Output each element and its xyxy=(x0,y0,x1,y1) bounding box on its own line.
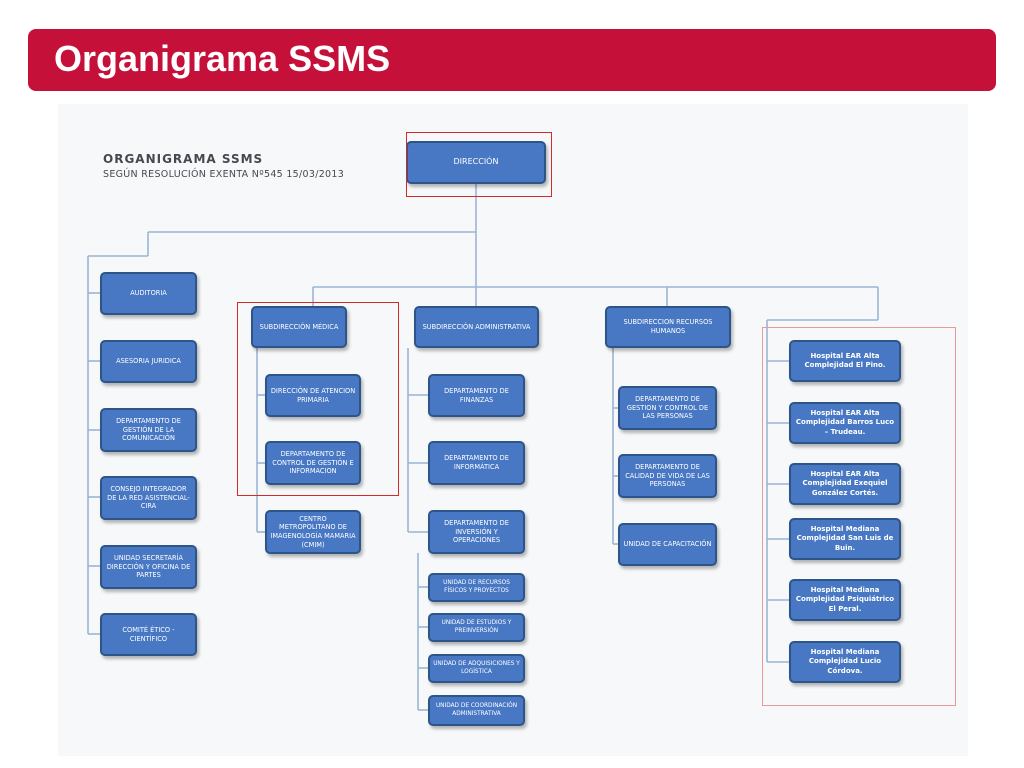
slide-title-bar: Organigrama SSMS xyxy=(28,29,996,91)
chart-header-title: ORGANIGRAMA SSMS xyxy=(103,152,264,166)
node-staff-asesoria-juridica: ASESORIA JURIDICA xyxy=(100,340,197,383)
node-admin-inversion: DEPARTAMENTO DE INVERSIÓN Y OPERACIONES xyxy=(428,510,525,554)
slide-title: Organigrama SSMS xyxy=(54,38,391,79)
chart-header-subtitle: SEGÚN RESOLUCIÓN EXENTA Nº545 15/03/2013 xyxy=(103,169,345,180)
node-hospital-el-pino: Hospital EAR Alta Complejidad El Pino. xyxy=(789,340,901,382)
node-medica-atencion-primaria: DIRECCIÓN DE ATENCION PRIMARIA xyxy=(265,374,361,417)
node-staff-consejo-cira: CONSEJO INTEGRADOR DE LA RED ASISTENCIAL… xyxy=(100,476,197,520)
node-hospital-exequiel-gonzalez: Hospital EAR Alta Complejidad Exequiel G… xyxy=(789,463,901,505)
node-unit-coordinacion: UNIDAD DE COORDINACIÓN ADMINISTRATIVA xyxy=(428,695,525,726)
node-staff-gestion-comunicacion: DEPARTAMENTO DE GESTIÓN DE LA COMUNICACI… xyxy=(100,408,197,452)
node-hospital-barros-luco: Hospital EAR Alta Complejidad Barros Luc… xyxy=(789,402,901,444)
node-admin-finanzas: DEPARTAMENTO DE FINANZAS xyxy=(428,374,525,417)
node-hospital-lucio-cordova: Hospital Mediana Complejidad Lucio Córdo… xyxy=(789,641,901,683)
node-unit-recursos-fisicos: UNIDAD DE RECURSOS FÍSICOS Y PROYECTOS xyxy=(428,573,525,602)
node-subdireccion-administrativa: SUBDIRECCIÓN ADMINISTRATIVA xyxy=(414,306,539,348)
node-staff-comite-etico: COMITÉ ÉTICO - CIENTÍFICO xyxy=(100,613,197,656)
node-rrhh-gestion-personas: DEPARTAMENTO DE GESTION Y CONTROL DE LAS… xyxy=(618,386,717,430)
node-direccion: DIRECCIÓN xyxy=(406,141,546,184)
node-subdireccion-rrhh: SUBDIRECCION RECURSOS HUMANOS xyxy=(605,306,731,348)
node-staff-auditoria: AUDITORIA xyxy=(100,272,197,315)
node-medica-control-gestion: DEPARTAMENTO DE CONTROL DE GESTIÓN E INF… xyxy=(265,441,361,485)
node-subdireccion-medica: SUBDIRECCIÓN MÉDICA xyxy=(251,306,347,348)
node-hospital-el-peral: Hospital Mediana Complejidad Psiquiátric… xyxy=(789,579,901,621)
node-admin-informatica: DEPARTAMENTO DE INFORMÁTICA xyxy=(428,441,525,485)
node-hospital-san-luis-buin: Hospital Mediana Complejidad San Luis de… xyxy=(789,518,901,560)
node-unit-adquisiciones: UNIDAD DE ADQUISICIONES Y LOGÍSTICA xyxy=(428,654,525,683)
node-staff-secretaria: UNIDAD SECRETARÍA DIRECCIÓN Y OFICINA DE… xyxy=(100,545,197,589)
node-rrhh-capacitacion: UNIDAD DE CAPACITACIÓN xyxy=(618,523,717,566)
node-rrhh-calidad-vida: DEPARTAMENTO DE CALIDAD DE VIDA DE LAS P… xyxy=(618,454,717,498)
node-medica-cmim: CENTRO METROPOLITANO DE IMAGENOLOGÍA MAM… xyxy=(265,510,361,554)
node-unit-estudios: UNIDAD DE ESTUDIOS Y PREINVERSIÓN xyxy=(428,613,525,642)
chart-header: ORGANIGRAMA SSMS SEGÚN RESOLUCIÓN EXENTA… xyxy=(103,152,344,180)
